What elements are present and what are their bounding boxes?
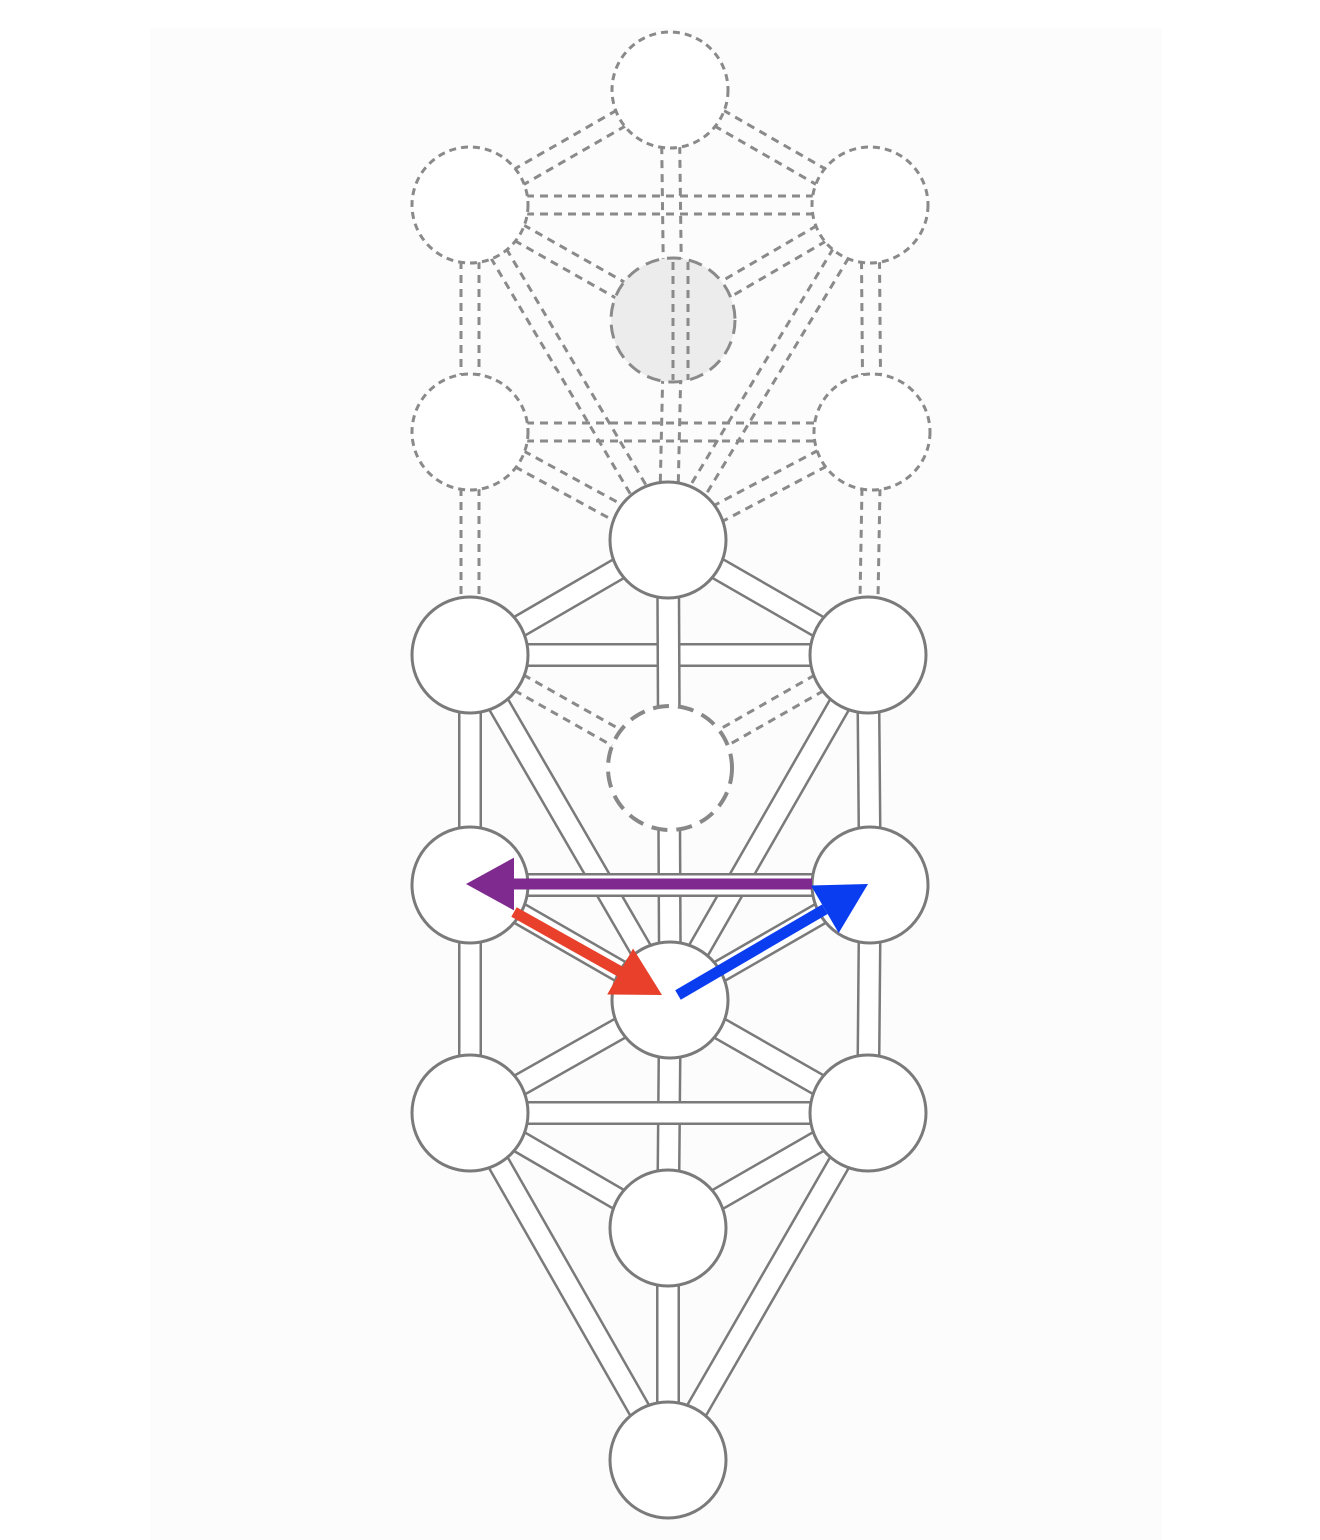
solid-path-R1-ctr: [659, 649, 879, 1006]
dashed-path-uTop-uMid: [677, 89, 684, 320]
channel-fill: [661, 650, 877, 1005]
dashed-path-uR1-top: [659, 199, 864, 537]
channel-fill: [659, 1108, 877, 1465]
channel-fill: [461, 650, 679, 1005]
dashed-path-uR2-top: [671, 438, 877, 550]
node-R1: [808, 595, 928, 715]
arrow-blue-head: [810, 884, 868, 933]
arrow-red-shaft: [511, 907, 623, 977]
arrow-purple: [466, 857, 812, 911]
channel-fill: [461, 1108, 677, 1465]
dashed-path-L1-mid: [464, 661, 667, 778]
dashed-path-L1-mid: [473, 645, 676, 762]
node-uL1: [410, 145, 530, 265]
arrow-blue-shaft: [675, 904, 828, 1000]
dashed-path-uR1-uMid: [676, 211, 876, 330]
node-uTop: [610, 30, 730, 150]
solid-path-L3-bot: [459, 1107, 679, 1466]
node-low: [608, 1168, 728, 1288]
node-uL2: [410, 372, 530, 492]
solid-path-R3-bot: [657, 1107, 879, 1466]
dashed-path-uL1-top: [476, 199, 678, 537]
dashed-path-uR1-top: [674, 208, 879, 546]
node-mid: [606, 704, 734, 832]
dashed-path-uL1-top: [460, 208, 662, 546]
node-L3: [410, 1053, 530, 1173]
node-uR2: [812, 372, 932, 492]
node-uR1: [810, 145, 930, 265]
dashed-path-uTop-uMid: [659, 90, 666, 321]
dashed-path-uTop-uR1: [673, 80, 876, 199]
arrow-group: [466, 857, 868, 1000]
arrow-red-head: [607, 948, 662, 995]
dashed-path-uR2-top: [663, 422, 869, 534]
node-R3: [808, 1053, 928, 1173]
node-top: [608, 480, 728, 600]
arrow-blue: [675, 884, 868, 1000]
node-bot: [608, 1400, 728, 1520]
node-L1: [410, 595, 530, 715]
dashed-path-uTop-uR1: [664, 96, 867, 215]
solid-path-L1-ctr: [459, 648, 681, 1007]
dashed-path-uTop-uL1: [473, 96, 676, 215]
dashed-path-uL1-uMid: [473, 195, 679, 314]
arrow-red: [511, 907, 662, 995]
dashed-path-uL1-uMid: [464, 211, 670, 330]
arrow-purple-head: [466, 857, 514, 911]
dashed-path-uR1-uMid: [667, 195, 867, 314]
dashed-path-uTop-uL1: [464, 80, 667, 199]
